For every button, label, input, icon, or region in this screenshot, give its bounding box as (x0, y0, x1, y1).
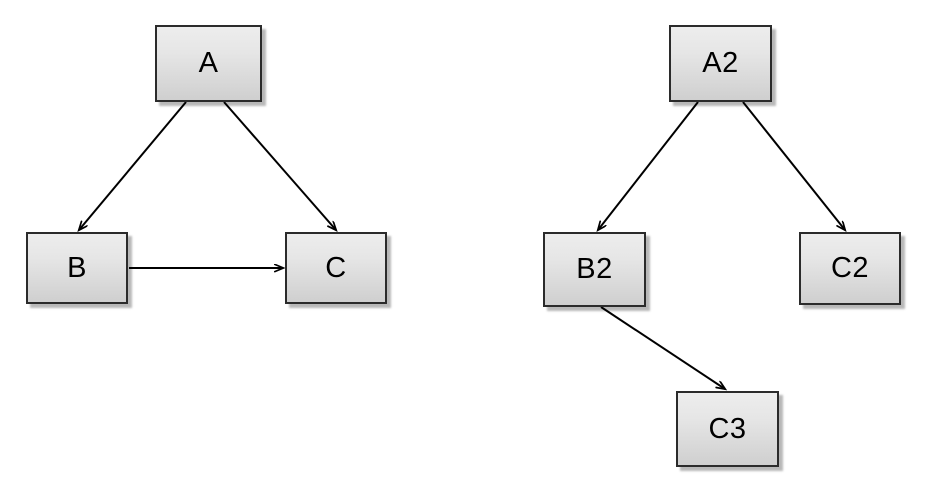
edge-a2-to-c2 (742, 101, 845, 230)
node-a2[interactable]: A2 (669, 25, 772, 102)
edge-b2-to-c3 (600, 306, 725, 389)
node-a[interactable]: A (155, 25, 262, 102)
node-b[interactable]: B (26, 232, 128, 304)
node-b2[interactable]: B2 (543, 232, 646, 307)
node-c2[interactable]: C2 (799, 232, 901, 305)
edge-a2-to-b2 (598, 101, 699, 230)
node-c[interactable]: C (285, 232, 387, 304)
node-label: B (67, 251, 87, 284)
node-c3[interactable]: C3 (676, 391, 779, 467)
edge-group (79, 101, 845, 389)
node-label: C2 (830, 252, 870, 284)
edge-a-to-c (223, 101, 336, 230)
node-label: A (198, 47, 219, 79)
node-label: A2 (702, 47, 739, 79)
node-label: C (325, 251, 347, 284)
edge-a-to-b (79, 101, 187, 230)
node-label: B2 (576, 253, 613, 285)
node-label: C3 (708, 412, 747, 445)
